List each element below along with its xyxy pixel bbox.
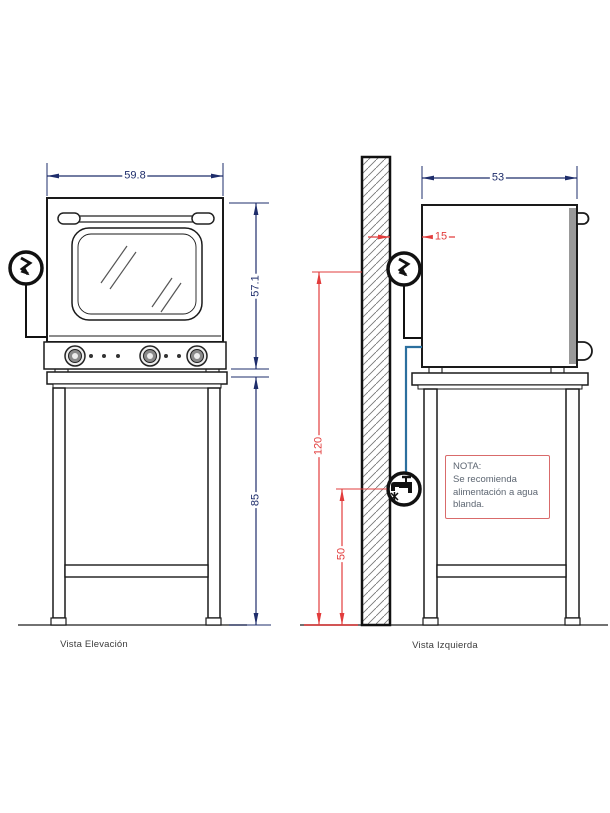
- control-knob[interactable]: [139, 345, 161, 367]
- indicator-lights: [89, 354, 181, 358]
- door-edge: [569, 208, 576, 364]
- oven-side: [421, 204, 593, 368]
- water-pipe: [404, 345, 422, 472]
- dim-depth-label: 53: [489, 171, 507, 184]
- glass-reflections: [100, 245, 182, 313]
- electric-connection-icon: [386, 251, 422, 339]
- note-body: Se recomienda alimentación a agua blanda…: [453, 474, 539, 511]
- side-view: [300, 155, 608, 627]
- side-view-caption: Vista Izquierda: [412, 640, 478, 651]
- dim-electric-height-label: 120: [312, 434, 325, 458]
- door-hinge: [576, 341, 593, 361]
- dim-width-label: 59.8: [122, 169, 148, 182]
- control-knob[interactable]: [64, 345, 86, 367]
- water-tap-icon: [386, 471, 422, 507]
- control-panel: [43, 341, 227, 370]
- stand-side: [411, 366, 589, 626]
- stand-front: [46, 368, 228, 626]
- dim-stand-height-label: 85: [249, 491, 262, 509]
- electric-connection-icon: [8, 250, 47, 338]
- elevation-view: [8, 163, 271, 626]
- oven-front: [43, 197, 227, 370]
- elevation-view-caption: Vista Elevación: [60, 639, 128, 650]
- valve-star: [390, 492, 399, 501]
- side-handle: [576, 212, 590, 225]
- wall: [360, 155, 392, 627]
- dim-oven-height-label: 57.1: [249, 273, 262, 299]
- door-handle: [57, 212, 215, 225]
- control-knob[interactable]: [186, 345, 208, 367]
- note-title: NOTA:: [453, 461, 482, 472]
- dim-water-height-label: 50: [335, 545, 348, 563]
- dim-wall-clearance-label: 15: [432, 230, 450, 243]
- note-box: NOTA: Se recomienda alimentación a agua …: [445, 455, 550, 519]
- glass-door: [71, 227, 203, 321]
